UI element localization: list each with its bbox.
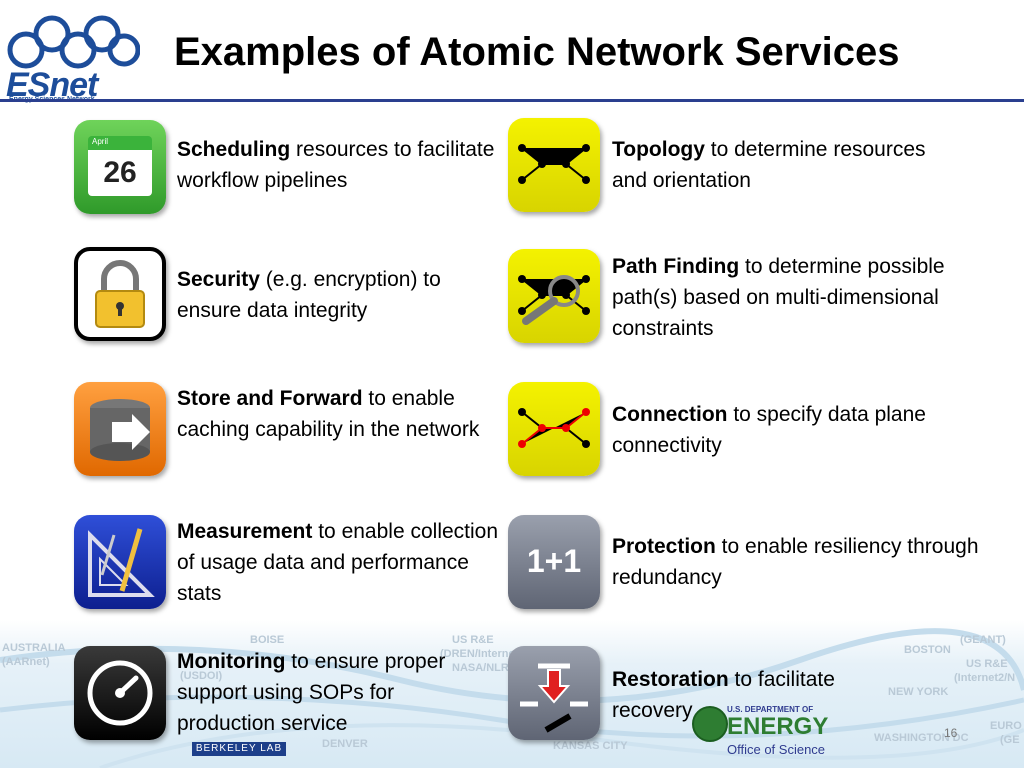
map-label: EURO [990, 720, 1022, 732]
map-label: US R&E [966, 658, 1008, 670]
map-label: (Internet2/N [954, 672, 1016, 684]
map-label: NEW YORK [888, 686, 949, 698]
item-description: (e.g. encryption) to ensure data integri… [177, 268, 441, 322]
item-title: Connection [612, 403, 728, 426]
map-label: AUSTRALIA [2, 642, 66, 654]
esnet-rings-icon [7, 15, 141, 69]
list-item: Store and Forward to enable caching capa… [177, 383, 497, 445]
list-item: Connection to specify data plane connect… [612, 399, 942, 461]
map-label: DENVER [322, 738, 368, 750]
map-label: (GEANT) [960, 634, 1006, 646]
doe-department-label: U.S. DEPARTMENT OF [727, 705, 814, 714]
item-description: to specify data plane connectivity [612, 403, 926, 457]
calendar-icon: April 26 [74, 120, 166, 214]
header-rule [0, 99, 1024, 102]
item-description: to enable resiliency through redundancy [612, 535, 979, 589]
item-title: Restoration [612, 668, 729, 691]
protection-label: 1+1 [526, 543, 582, 579]
item-title: Store and Forward [177, 387, 363, 410]
compass-ruler-icon [74, 515, 166, 609]
item-description: to facilitate recovery [612, 668, 835, 722]
one-plus-one-icon: 1+1 [508, 515, 600, 609]
item-title: Security [177, 268, 260, 291]
list-item: Monitoring to ensure proper support usin… [177, 646, 497, 739]
map-label: BOISE [250, 634, 285, 646]
map-label: (DREN/Internet2/ [440, 648, 528, 660]
list-item: Path Finding to determine possible path(… [612, 251, 952, 344]
map-label: WASHINGTON DC [874, 732, 969, 744]
map-label: NASA/NLR) [452, 662, 513, 674]
connection-icon [508, 382, 600, 476]
list-item: Topology to determine resources and orie… [612, 134, 942, 196]
item-title: Scheduling [177, 138, 291, 161]
map-label: BOSTON [904, 644, 951, 656]
doe-seal-icon [692, 706, 728, 742]
map-label: (USDOI) [180, 670, 223, 682]
item-title: Path Finding [612, 255, 740, 278]
list-item: Measurement to enable collection of usag… [177, 516, 507, 609]
calendar-day: 26 [103, 156, 137, 189]
switch-restore-icon [508, 646, 600, 740]
item-description: to enable caching capability in the netw… [177, 387, 480, 441]
lock-icon [74, 247, 166, 341]
map-label: (GE [1000, 734, 1020, 746]
database-forward-icon [74, 382, 166, 476]
gauge-icon [74, 646, 166, 740]
item-description: to enable collection of usage data and p… [177, 520, 499, 605]
list-item: Protection to enable resiliency through … [612, 531, 982, 593]
berkeley-lab-logo: BERKELEY LAB [192, 742, 286, 756]
calendar-month: April [92, 137, 109, 146]
network-map-background: AUSTRALIA (AARnet) (USDOI) BOISE US R&E … [0, 620, 1024, 768]
esnet-logo [4, 6, 141, 106]
page-number: 16 [944, 726, 958, 740]
map-label: US R&E [452, 634, 494, 646]
list-item: Restoration to facilitate recovery [612, 664, 912, 726]
slide-title: Examples of Atomic Network Services [174, 30, 900, 74]
item-description: to determine resources and orientation [612, 138, 926, 192]
item-description: to determine possible path(s) based on m… [612, 255, 945, 340]
item-title: Protection [612, 535, 716, 558]
item-description: resources to facilitate workflow pipelin… [177, 138, 495, 192]
list-item: Scheduling resources to facilitate workf… [177, 134, 497, 196]
map-label: KANSAS CITY [553, 740, 628, 752]
magnifier-graph-icon [508, 249, 600, 343]
list-item: Security (e.g. encryption) to ensure dat… [177, 264, 497, 326]
map-label: (AARnet) [2, 656, 50, 668]
topology-icon [508, 118, 600, 212]
item-title: Monitoring [177, 650, 286, 673]
doe-energy-label: ENERGY [727, 713, 829, 740]
logo-wordmark: ESnet [6, 66, 98, 104]
item-title: Topology [612, 138, 705, 161]
item-title: Measurement [177, 520, 313, 543]
item-description: to ensure proper support using SOPs for … [177, 650, 446, 735]
doe-office-label: Office of Science [727, 742, 826, 757]
